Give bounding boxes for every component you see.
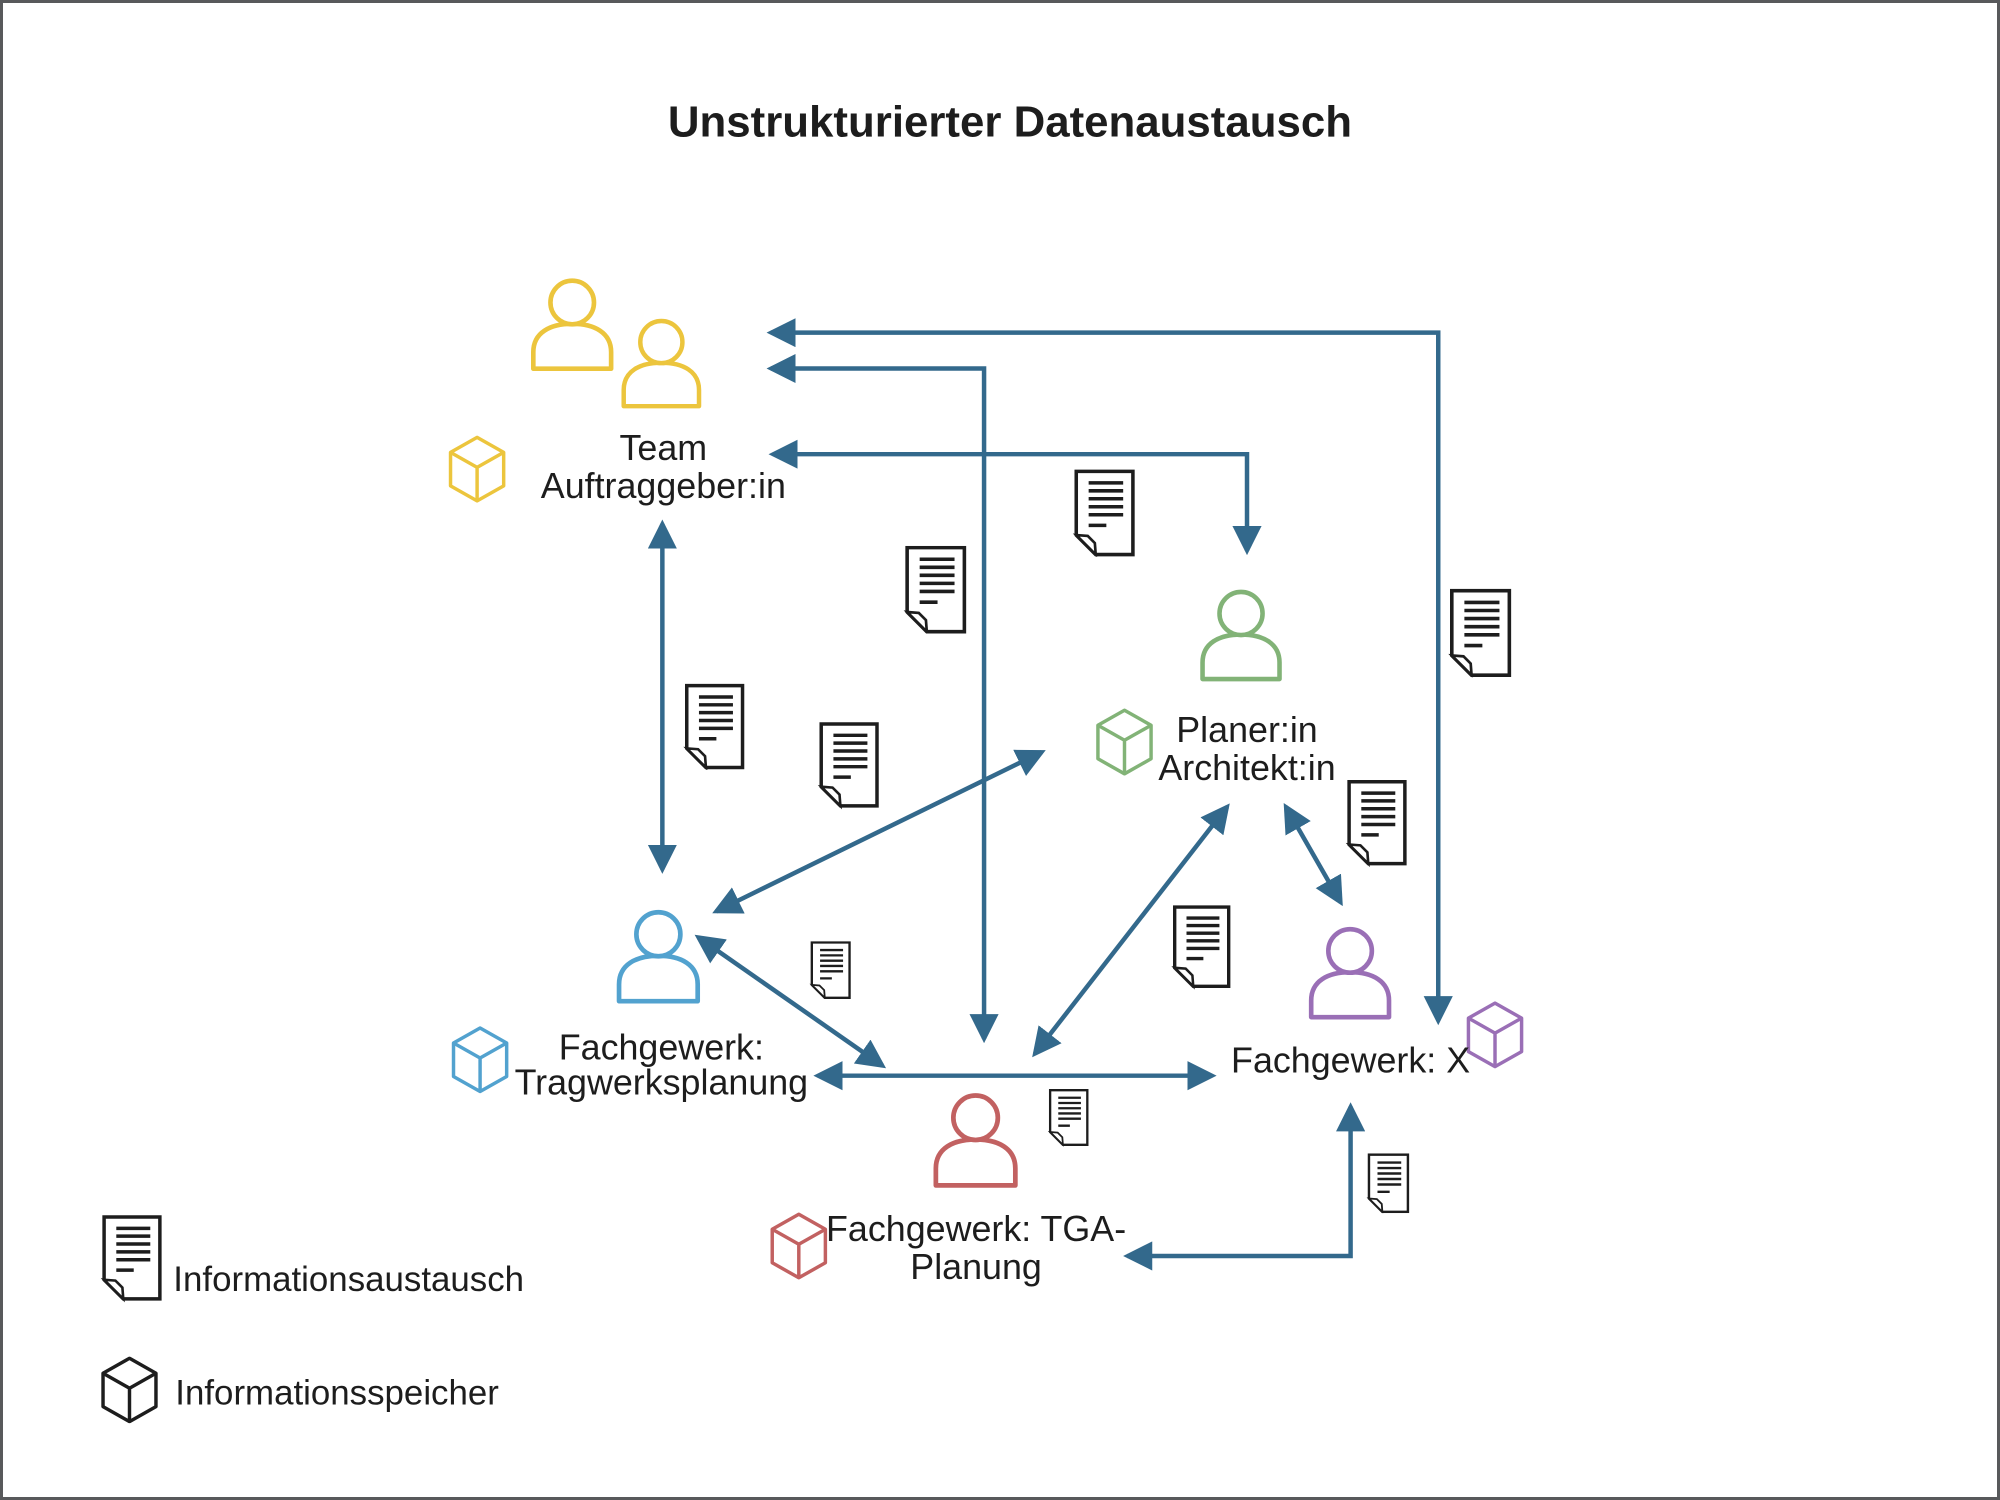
node-planer: Planer:in Architekt:in [1096,592,1336,788]
arrow-team-tga [766,353,999,1044]
cube-icon [448,435,506,503]
node-label: Fachgewerk: [559,1028,764,1068]
page-title: Unstrukturierter Datenaustausch [668,97,1352,146]
document-icon [905,545,967,634]
legend-label: Informationsaustausch [173,1260,524,1299]
cube-icon [1466,1001,1524,1069]
arrow-fachx-tga [1123,1102,1366,1271]
document-icon [1048,1089,1089,1147]
arrow-planer-fachx [1283,802,1343,907]
person-icon [624,321,699,406]
node-label: Team [620,428,708,468]
cube-icon [770,1212,828,1280]
node-team: Team Auftraggeber:in [448,281,786,506]
document-icon [1367,1153,1410,1214]
document-icon [1172,905,1231,989]
node-label: Fachgewerk: TGA- [826,1209,1126,1249]
person-icon [619,912,698,1001]
document-icon-layer [684,469,1512,1214]
diagram-canvas: Unstrukturierter Datenaustausch Team [101,97,1524,1424]
document-icon [1074,469,1135,557]
arrow-layer [647,318,1453,1271]
node-label: Auftraggeber:in [541,466,786,506]
cube-icon [1096,708,1153,776]
person-icon [936,1096,1015,1186]
cube-icon [451,1026,509,1094]
document-icon [810,941,851,999]
document-icon [819,722,879,808]
node-label: Tragwerksplanung [515,1063,809,1103]
person-icon [1311,929,1389,1017]
document-icon [102,1215,162,1301]
arrow-team-fachx [766,318,1453,1026]
arrow-planer-tga [1032,803,1230,1058]
person-icon [1203,592,1280,679]
arrow-planer-tragwerk [712,749,1046,914]
legend-label: Informationsspeicher [175,1373,499,1412]
arrow-tragwerk-tga [694,934,887,1069]
node-label: Fachgewerk: X [1231,1041,1470,1081]
node-fachx: Fachgewerk: X [1231,929,1524,1081]
arrow-team-planer [768,439,1262,556]
legend: Informationsaustausch Informationsspeich… [101,1215,524,1424]
document-icon [1347,779,1407,866]
node-label: Planung [910,1247,1042,1287]
node-label: Architekt:in [1158,748,1335,788]
document-icon [684,683,745,770]
node-label: Planer:in [1176,710,1317,750]
node-tragwerk: Fachgewerk: Tragwerksplanung [451,912,809,1103]
node-tga: Fachgewerk: TGA- Planung [770,1096,1126,1287]
document-icon [1449,588,1512,678]
person-icon [533,281,611,369]
cube-icon [101,1356,158,1424]
